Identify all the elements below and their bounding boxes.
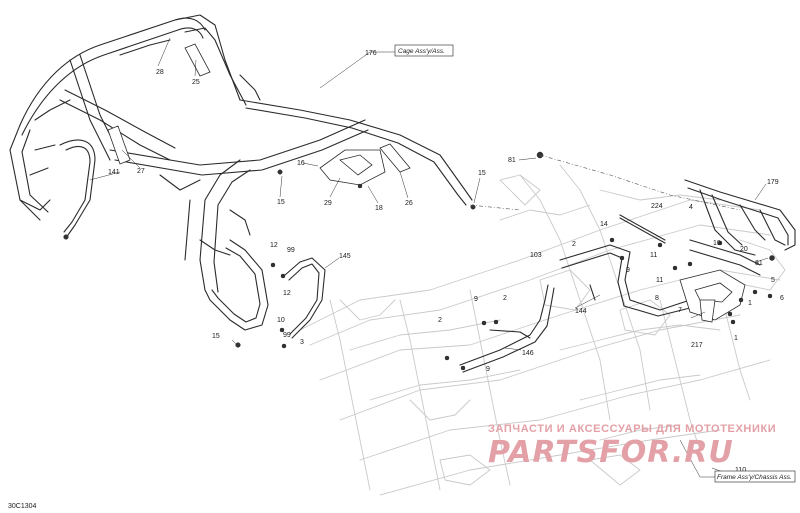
- callout-144: 144: [575, 308, 587, 315]
- callout-12-a: 12: [270, 242, 278, 249]
- callout-10-b: 10: [713, 240, 721, 247]
- callout-146: 146: [522, 350, 534, 357]
- callout-179: 179: [767, 179, 779, 186]
- callout-145: 145: [339, 253, 351, 260]
- chassis-frame-drawing: [299, 164, 786, 496]
- callout-217: 217: [691, 342, 703, 349]
- callout-103: 103: [530, 252, 542, 259]
- callout-2-b: 2: [503, 295, 507, 302]
- diagram-reference-code: 30C1304: [8, 503, 37, 510]
- callout-9-a: 9: [626, 267, 630, 274]
- callout-20: 20: [740, 246, 748, 253]
- callout-8: 8: [655, 295, 659, 302]
- callout-3: 3: [300, 339, 304, 346]
- callout-9-c: 9: [486, 366, 490, 373]
- watermark-logo: PARTSFOR.RU: [488, 435, 734, 470]
- callout-12-b: 12: [283, 290, 291, 297]
- callout-9-b: 9: [474, 296, 478, 303]
- assembly-tag-frame[interactable]: Frame Ass'y/Chassis Ass.: [714, 470, 796, 483]
- callout-224: 224: [651, 203, 663, 210]
- watermark: ЗАПЧАСТИ И АКСЕССУАРЫ ДЛЯ МОТОТЕХНИКИ PA…: [488, 423, 776, 470]
- callout-11-a: 11: [650, 252, 657, 259]
- callout-81-b: 81: [755, 260, 763, 267]
- callout-numbers: 176 28 25 141 27 16 29 18 26 15 15 15 81…: [108, 50, 784, 474]
- watermark-top-line: ЗАПЧАСТИ И АКСЕССУАРЫ ДЛЯ МОТОТЕХНИКИ: [488, 423, 776, 435]
- callout-5: 5: [771, 277, 775, 284]
- callout-81-a: 81: [508, 157, 516, 164]
- callout-14: 14: [600, 221, 608, 228]
- callout-29: 29: [324, 200, 332, 207]
- svg-text:Frame Ass'y/Chassis Ass.: Frame Ass'y/Chassis Ass.: [717, 474, 792, 481]
- callout-4: 4: [689, 204, 693, 211]
- callout-176: 176: [365, 50, 377, 57]
- callout-1-b: 1: [748, 300, 752, 307]
- callout-15-c: 15: [212, 333, 220, 340]
- callout-26: 26: [405, 200, 413, 207]
- callout-15-a: 15: [277, 199, 285, 206]
- callout-25: 25: [192, 79, 200, 86]
- svg-text:Cage Ass'y/Ass.: Cage Ass'y/Ass.: [398, 48, 445, 55]
- callout-1-a: 1: [734, 335, 738, 342]
- callout-16: 16: [297, 160, 305, 167]
- callout-99-b: 99: [283, 332, 291, 339]
- callout-2-c: 2: [438, 317, 442, 324]
- callout-27: 27: [137, 168, 145, 175]
- callout-6: 6: [780, 295, 784, 302]
- assembly-tag-cage[interactable]: Cage Ass'y/Ass.: [394, 44, 454, 57]
- callout-99-a: 99: [287, 247, 295, 254]
- callout-18: 18: [375, 205, 383, 212]
- callout-7: 7: [678, 307, 682, 314]
- callout-2-a: 2: [572, 241, 576, 248]
- leader-lines: [89, 37, 769, 478]
- callout-110: 110: [735, 467, 746, 474]
- callout-28: 28: [156, 69, 164, 76]
- roll-cage-drawing: [9, 14, 796, 373]
- callout-15-b: 15: [478, 170, 486, 177]
- callout-141: 141: [108, 169, 120, 176]
- callout-10-a: 10: [277, 317, 285, 324]
- callout-11-b: 11: [656, 277, 663, 284]
